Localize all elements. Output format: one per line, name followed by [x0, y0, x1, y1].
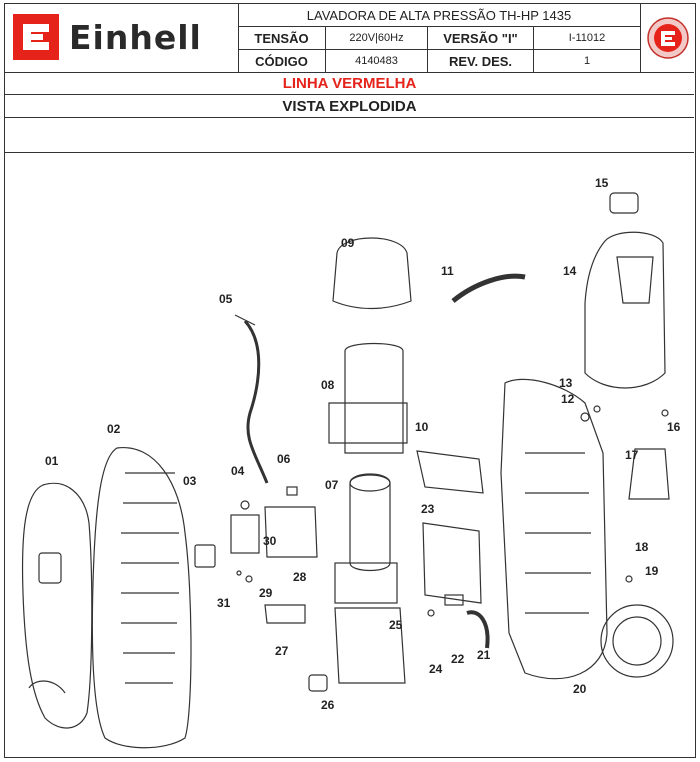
- voltage-value: 220V|60Hz: [326, 27, 428, 49]
- part-11-tube: [451, 273, 526, 303]
- part-06: [286, 486, 298, 496]
- label-17: 17: [625, 448, 639, 462]
- part-24: [427, 609, 435, 617]
- label-20: 20: [573, 682, 587, 696]
- version-value: I-11012: [568, 32, 606, 44]
- label-19: 19: [645, 564, 659, 578]
- header-row-code: CÓDIGO 4140483 REV. DES. 1: [238, 50, 640, 72]
- header: Einhell LAVADORA DE ALTA PRESSÃO TH-HP 1…: [5, 4, 694, 73]
- parts-sheet: Einhell LAVADORA DE ALTA PRESSÃO TH-HP 1…: [4, 3, 696, 758]
- label-06: 06: [277, 452, 291, 466]
- label-02: 02: [107, 422, 121, 436]
- part-14-handle: [584, 231, 666, 389]
- label-18: 18: [635, 540, 649, 554]
- label-30: 30: [263, 534, 277, 548]
- label-04: 04: [231, 464, 245, 478]
- part-03-switch: [194, 544, 216, 568]
- part-31: [236, 570, 242, 576]
- part-02-housing: [91, 447, 192, 749]
- label-13: 13: [559, 376, 573, 390]
- label-10: 10: [415, 420, 429, 434]
- part-15-knob: [609, 192, 639, 214]
- blank-band: [5, 118, 694, 153]
- part-25-pump: [334, 607, 406, 684]
- label-03: 03: [183, 474, 197, 488]
- part-17-clip: [628, 448, 670, 500]
- label-12: 12: [561, 392, 575, 406]
- brand-logo-wordmark: Einhell: [69, 18, 202, 57]
- part-10-bracket: [416, 450, 484, 494]
- seal-cell: [640, 4, 695, 72]
- part-29: [245, 575, 253, 583]
- part-28-guard: [264, 506, 318, 558]
- part-20-rear-housing: [500, 378, 608, 680]
- part-18: [625, 575, 633, 583]
- part-30: [230, 514, 260, 554]
- label-08: 08: [321, 378, 335, 392]
- code-value: 4140483: [326, 50, 428, 72]
- part-21-grip: [466, 610, 490, 649]
- exploded-view-diagram: 01 02 03 04 05 06 07 08 09 10 11 12 13 1…: [21, 176, 681, 749]
- label-15: 15: [595, 176, 609, 190]
- part-19-wheel: [600, 604, 674, 678]
- part-09-cap: [332, 237, 412, 310]
- part-08-motor-cover: [344, 342, 404, 454]
- version-label: VERSÃO "I": [428, 27, 534, 49]
- part-16: [661, 409, 669, 417]
- revision-value: 1: [583, 55, 591, 67]
- label-05: 05: [219, 292, 233, 306]
- code-label: CÓDIGO: [238, 50, 326, 72]
- label-24: 24: [429, 662, 443, 676]
- label-25: 25: [389, 618, 403, 632]
- label-09: 09: [341, 236, 355, 250]
- logo-cell: Einhell: [5, 4, 239, 72]
- part-05-hose: [243, 319, 269, 484]
- label-28: 28: [293, 570, 307, 584]
- label-31: 31: [217, 596, 231, 610]
- header-row-voltage: TENSÃO 220V|60Hz VERSÃO "I" I-11012: [238, 27, 640, 50]
- label-01: 01: [45, 454, 59, 468]
- view-title-band: VISTA EXPLODIDA: [5, 95, 694, 118]
- label-22: 22: [451, 652, 465, 666]
- label-26: 26: [321, 698, 335, 712]
- part-04: [240, 500, 250, 510]
- label-21: 21: [477, 648, 491, 662]
- label-07: 07: [325, 478, 339, 492]
- part-13: [593, 405, 601, 413]
- part-23-bracket: [422, 522, 482, 604]
- product-line-band: LINHA VERMELHA: [5, 72, 694, 95]
- label-23: 23: [421, 502, 435, 516]
- voltage-label: TENSÃO: [238, 27, 326, 49]
- part-26-cap: [308, 674, 328, 692]
- label-14: 14: [563, 264, 577, 278]
- revision-label: REV. DES.: [428, 50, 534, 72]
- label-16: 16: [667, 420, 681, 434]
- part-01-front-cover: [21, 482, 93, 729]
- product-title: LAVADORA DE ALTA PRESSÃO TH-HP 1435: [238, 4, 640, 27]
- part-12: [580, 412, 590, 422]
- label-11: 11: [441, 264, 454, 278]
- label-29: 29: [259, 586, 273, 600]
- part-27-clip: [264, 604, 306, 624]
- brand-logo-mark: [13, 14, 59, 60]
- quality-seal-icon: [647, 17, 689, 59]
- label-27: 27: [275, 644, 289, 658]
